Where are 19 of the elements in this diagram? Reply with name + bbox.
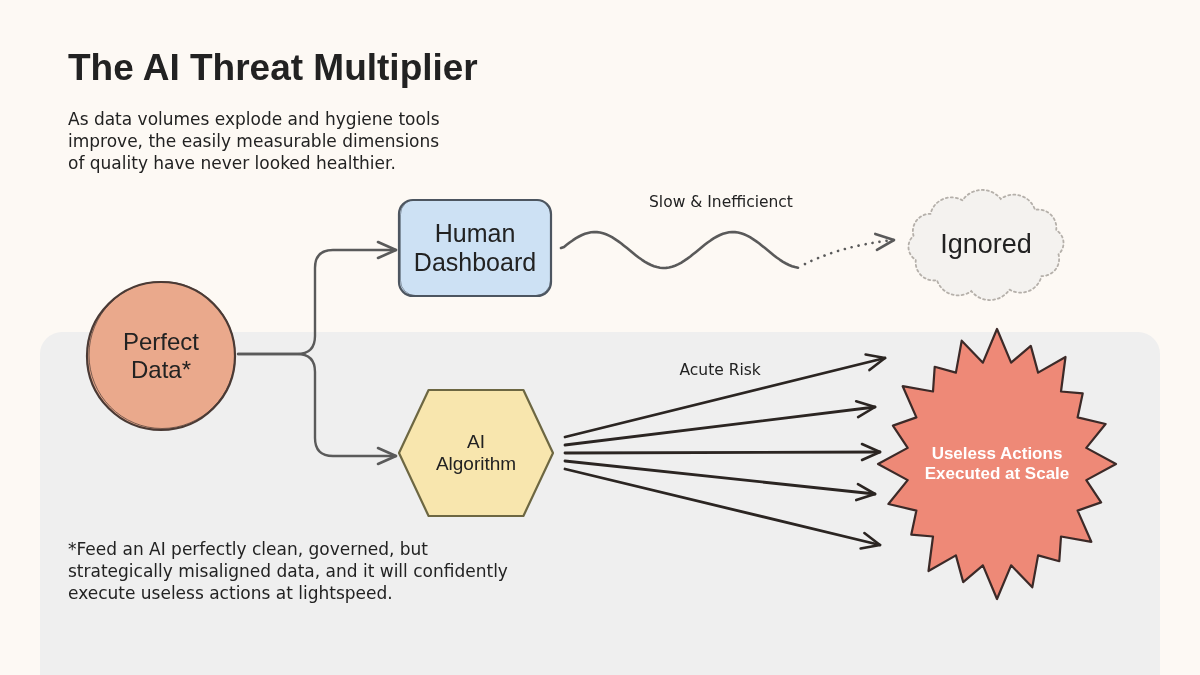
data-circle [85,280,237,432]
node-label: Useless Actions Executed at Scale [923,444,1071,484]
footnote: *Feed an AI perfectly clean, governed, but strategically misaligned data, and it will confidently execute useless actions at lightspeed. [68,538,509,605]
arrow [563,442,882,462]
arrow [563,353,887,439]
arrow [236,352,398,466]
node-label: Ignored [940,229,1032,261]
arrow [563,399,877,447]
hexagon-node [397,388,555,518]
title: The AI Threat Multiplier [68,47,478,89]
node-label: Human Dashboard [412,219,538,277]
arrow [559,230,896,270]
node-label: Perfect Data* [122,328,200,384]
arrow [563,459,877,502]
subtitle: As data volumes explode and hygiene tools improve, the easily measurable dimensions of quality have never looked healthier. [68,108,441,175]
arrow [563,467,882,550]
dashboard-box [397,198,553,298]
node-label: AI Algorithm [434,431,518,475]
starburst-node [875,326,1119,602]
